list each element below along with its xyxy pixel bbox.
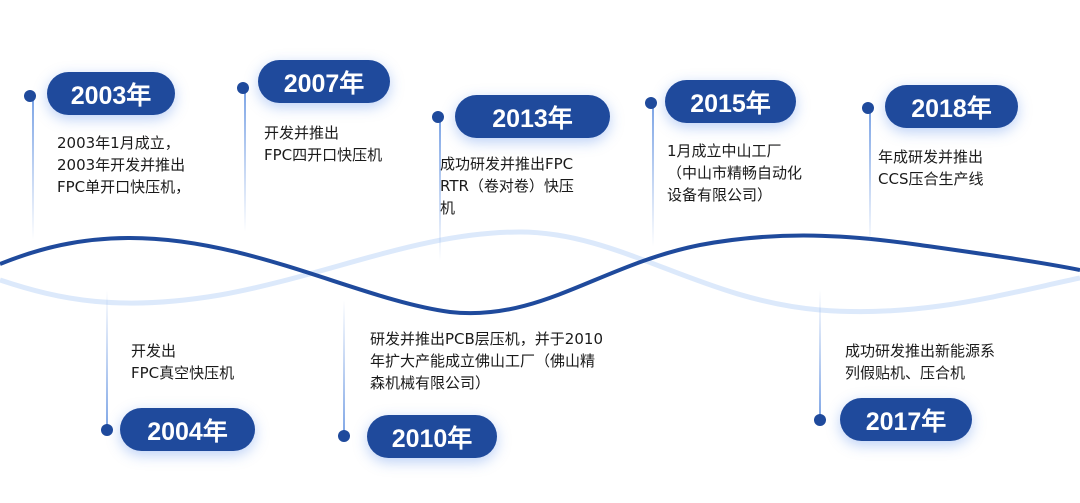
stem-2018 <box>869 112 871 247</box>
event-text-2004: 开发出 FPC真空快压机 <box>131 342 235 382</box>
dot-2013 <box>432 111 444 123</box>
event-text-2007: 开发并推出 FPC四开口快压机 <box>264 124 383 164</box>
event-text-2010: 研发并推出PCB层压机，并于2010 年扩大产能成立佛山工厂（佛山精 森机械有限… <box>370 330 603 392</box>
stem-2007 <box>244 92 246 232</box>
stem-2013 <box>439 121 441 261</box>
stem-2015 <box>652 107 654 247</box>
event-text-2017: 成功研发推出新能源系 列假贴机、压合机 <box>845 342 996 382</box>
dot-2003 <box>24 90 36 102</box>
event-text-2013: 成功研发并推出FPC RTR（卷对卷）快压 机 <box>440 155 574 217</box>
stem-2004 <box>106 290 108 430</box>
dot-2004 <box>101 424 113 436</box>
year-badge-2003: 2003年 <box>47 72 175 115</box>
event-text-2003: 2003年1月成立， 2003年开发并推出 FPC单开口快压机， <box>57 134 191 196</box>
stem-2003 <box>32 100 34 240</box>
stem-2010 <box>343 300 345 436</box>
year-badge-2013: 2013年 <box>455 95 610 138</box>
year-badge-2010: 2010年 <box>367 415 497 458</box>
event-text-2018: 年成研发并推出 CCS压合生产线 <box>878 148 984 188</box>
event-text-2015: 1月成立中山工厂 （中山市精畅自动化 设备有限公司） <box>667 142 803 204</box>
dark-wave <box>0 233 1080 316</box>
dot-2018 <box>862 102 874 114</box>
year-badge-2015: 2015年 <box>665 80 796 123</box>
dot-2017 <box>814 414 826 426</box>
dot-2015 <box>645 97 657 109</box>
year-badge-2018: 2018年 <box>885 85 1018 128</box>
stem-2017 <box>819 290 821 420</box>
year-badge-2017: 2017年 <box>840 398 972 441</box>
year-badge-2007: 2007年 <box>258 60 390 103</box>
dot-2010 <box>338 430 350 442</box>
year-badge-2004: 2004年 <box>120 408 255 451</box>
dot-2007 <box>237 82 249 94</box>
light-wave <box>0 229 1080 315</box>
